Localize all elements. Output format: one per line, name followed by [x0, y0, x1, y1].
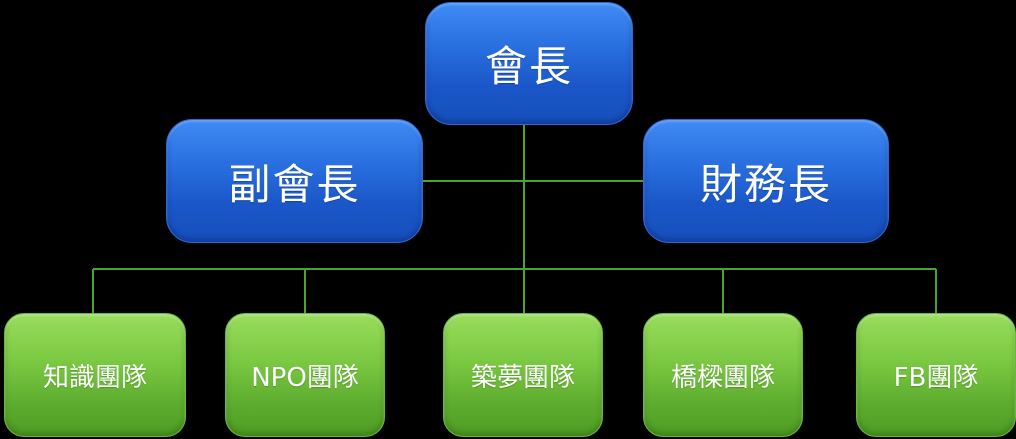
team-label: NPO團隊: [251, 362, 359, 393]
president-box: 會長: [425, 2, 633, 125]
finance-officer-box: 財務長: [643, 119, 889, 243]
team-box-dream: 築夢團隊: [443, 313, 603, 437]
team-label: 橋樑團隊: [670, 362, 775, 393]
vice-president-label: 副會長: [228, 159, 361, 209]
president-label: 會長: [484, 42, 573, 91]
team-box-knowledge: 知識團隊: [4, 313, 186, 437]
team-box-fb: FB團隊: [856, 313, 1016, 437]
team-label: 築夢團隊: [470, 362, 575, 393]
team-label: FB團隊: [893, 362, 979, 393]
team-box-bridge: 橋樑團隊: [643, 313, 803, 437]
vice-president-box: 副會長: [166, 119, 423, 243]
team-label: 知識團隊: [42, 362, 147, 393]
finance-officer-label: 財務長: [699, 159, 832, 209]
team-box-npo: NPO團隊: [225, 313, 385, 437]
